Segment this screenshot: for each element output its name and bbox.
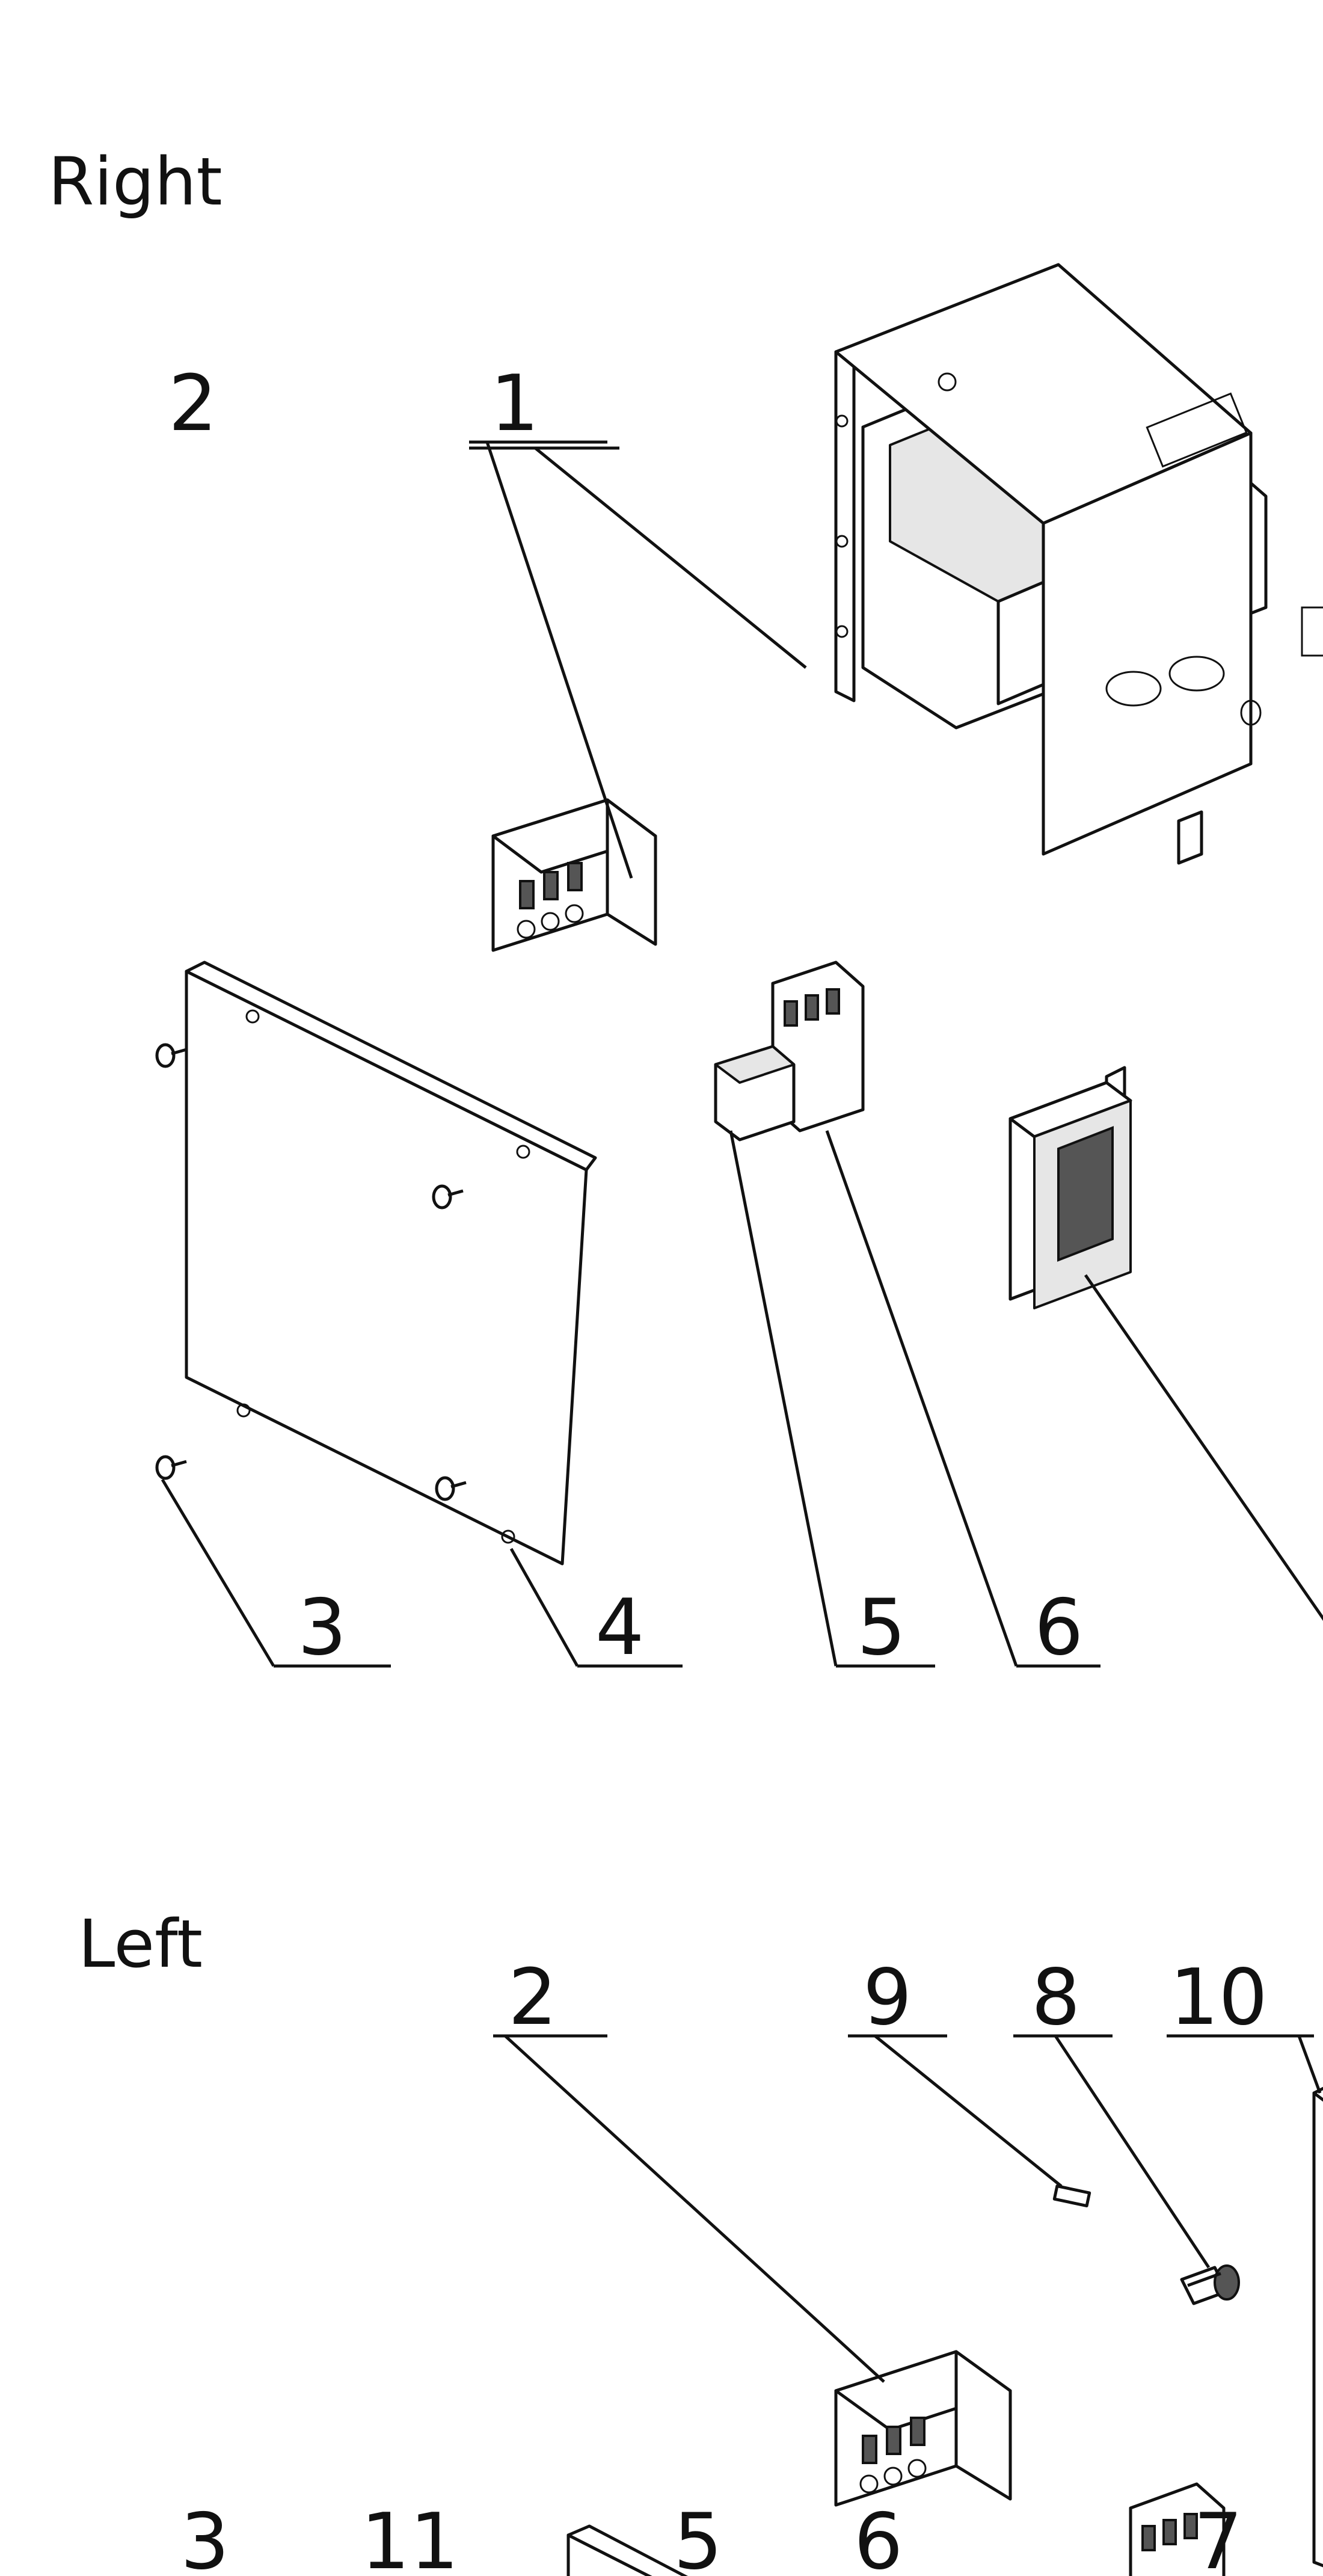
callout-11-left: 11	[361, 2497, 459, 2576]
part-screws-right	[155, 1043, 467, 1501]
callout-7-left: 7	[1194, 2497, 1242, 2576]
part-enclosure-left	[1312, 2086, 1323, 2568]
callout-8-left: 8	[1031, 1953, 1080, 2043]
section-title-right: Right	[48, 143, 223, 220]
callout-2-left: 2	[508, 1953, 557, 2043]
callout-6-right: 6	[1034, 1583, 1083, 1673]
part-cover-plate-right	[185, 961, 597, 1566]
part-relay-socket-left	[1129, 2482, 1226, 2576]
leaders-left	[493, 2034, 1322, 2383]
part-transformer-right	[1008, 1066, 1132, 1309]
part-contactor-left	[834, 2350, 1012, 2507]
callout-2-right: 2	[168, 359, 217, 449]
right-assembly: Right	[48, 143, 1323, 1673]
part-indicator-lamp-left	[1180, 2264, 1240, 2305]
callout-4-right: 4	[595, 1583, 644, 1673]
callout-10-left: 10	[1170, 1953, 1268, 2043]
left-assembly: Left	[78, 1905, 1323, 2576]
leaders-right	[161, 440, 1323, 1668]
callouts-left: 2 9 8 10 3 11 5 6 7	[180, 1953, 1268, 2576]
callout-9-left: 9	[863, 1953, 912, 2043]
callout-6-left: 6	[854, 2497, 903, 2576]
callout-3-left: 3	[180, 2497, 229, 2576]
part-enclosure-right	[834, 263, 1323, 865]
callout-5-left: 5	[674, 2497, 722, 2576]
part-relay-socket-right	[714, 961, 865, 1142]
section-title-left: Left	[78, 1905, 203, 1982]
callout-3-right: 3	[298, 1583, 346, 1673]
part-cover-plate-left	[566, 2524, 689, 2576]
callout-1-right: 1	[490, 359, 539, 449]
part-fuse-left	[1052, 2184, 1091, 2208]
callout-5-right: 5	[857, 1583, 906, 1673]
part-contactor-right	[491, 798, 657, 952]
callouts-right: 1 2 3 4 5 6 7 8 9	[168, 359, 1083, 1673]
